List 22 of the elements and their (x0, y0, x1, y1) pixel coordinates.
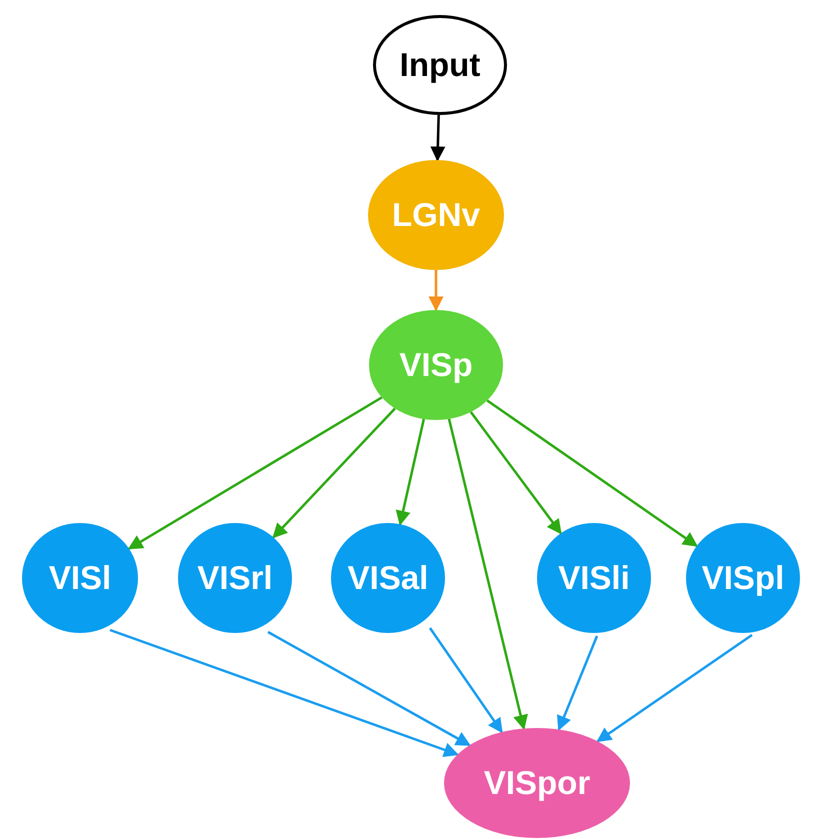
node-label: Input (400, 46, 480, 84)
node-label: VISl (48, 559, 112, 597)
node-label: VISal (348, 559, 428, 597)
arrow (596, 634, 753, 742)
arrow (272, 408, 396, 538)
arrow (470, 411, 562, 534)
arrow (128, 396, 382, 550)
arrow (556, 636, 598, 731)
arrow (486, 399, 698, 547)
node-label: VISp (399, 346, 473, 384)
node-label: VISrl (197, 559, 273, 597)
arrow (428, 627, 503, 734)
node-label: VISli (558, 559, 630, 597)
node-label: VISpor (484, 764, 590, 802)
arrow (430, 114, 446, 162)
arrow (110, 628, 459, 757)
arrow (396, 418, 426, 526)
arrow (428, 270, 444, 312)
arrow (448, 418, 528, 730)
arrow (267, 630, 471, 746)
node-label: VISpl (702, 559, 784, 597)
node-label: LGNv (392, 196, 480, 234)
